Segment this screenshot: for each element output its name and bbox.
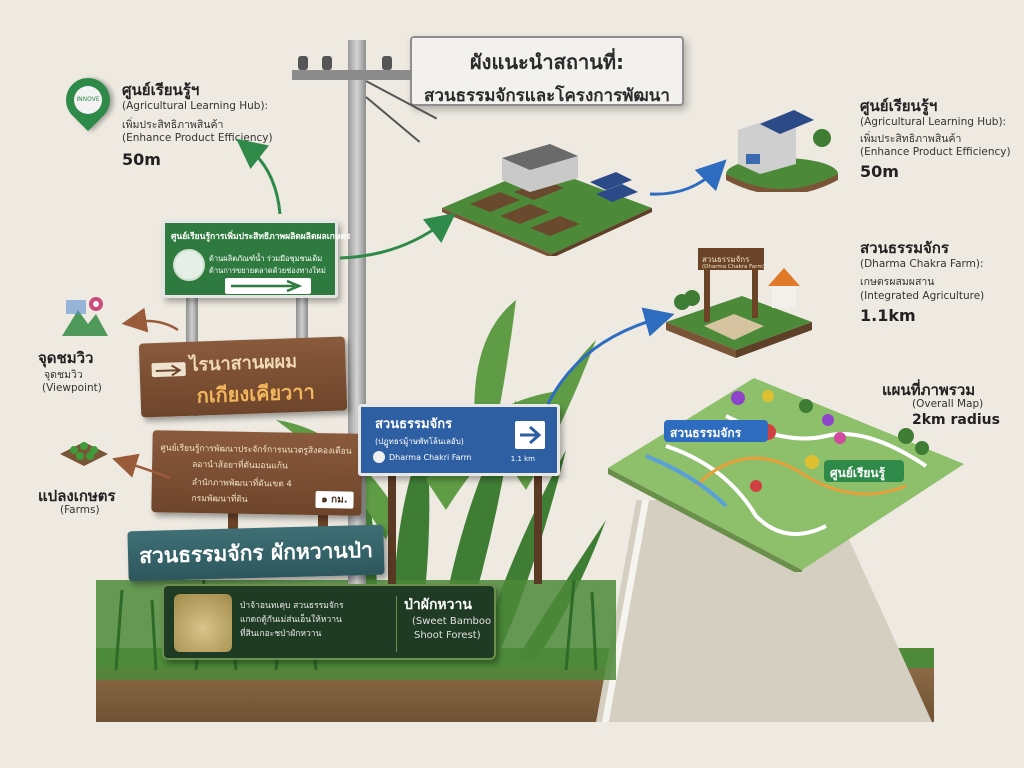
legend-viewpoint-english: (Viewpoint) [42,382,102,394]
green-sign-title: ศูนย์เรียนรู้การเพิ่มประสิทธิภาพผลิตผลิต… [171,232,351,242]
wood-stake [228,510,238,540]
blue-sign-post [534,474,542,584]
dharma-label-distance: 1.1km [860,306,916,325]
green-signboard: ศูนย์เรียนรู้การเพิ่มประสิทธิภาพผลิตผลิต… [162,220,350,298]
temple-sign-line-2: (Dharma Chakra Farm) [702,264,765,270]
bamboo-board-title: ป่าผักหวาน [404,597,472,613]
title-line-2: สวนธรรมจักรและโครงการพัฒนา [424,86,670,106]
green-sign-line-2: ด้านผลิตภัณฑ์น้ำ ร่วมมือชุมชนเดิม [209,254,323,263]
arrow-to-viewpoint-icon [121,307,179,333]
legend-viewpoint-thai-2: จุดชมวิว [44,369,83,381]
bamboo-board-text-2: แกดถดู้กันเม่ส่นเอ็นให้หวาน [240,615,342,625]
legend-farms-thai: แปลงเกษตร [38,487,116,505]
legend-viewpoint-thai: จุดชมวิว [38,349,94,367]
arrow-to-hub-legend-icon [236,138,282,215]
garden-plots-illustration [442,144,652,256]
hub-label-english: (Agricultural Learning Hub): [860,116,1007,128]
dharma-label-english-2: (Integrated Agriculture) [860,290,985,302]
legend-hub-english-2: (Enhance Product Efficiency) [122,132,273,144]
farm-plot-icon [60,442,108,466]
map-label-thai: แผนที่ภาพรวม [882,381,976,399]
bamboo-board-text-3: ที่สินเกอะชป่าผักหวาน [240,629,322,639]
blue-sign-distance: 1.1 km [510,455,535,463]
legend-farms-english: (Farms) [60,504,100,516]
arrow-to-hub-building-icon [649,159,727,196]
title-line-1: ผังแนะนำสถานที่: [469,50,625,74]
blue-sign-english: Dharma Chakri Farm [389,453,472,462]
bamboo-info-board: ป่าจ้าอนทเคุบ สวนธรรมจักร แกดถดู้กันเม่ส… [162,584,496,660]
wooden-sign-farm: ไรนาสานผผม กเกียงเคียวาา [138,336,348,418]
divider [396,596,397,652]
dharma-label-english: (Dharma Chakra Farm): [860,258,984,270]
map-label-radius: 2km radius [912,412,1000,428]
hub-label-distance: 50m [860,162,899,181]
blue-sign-post [388,474,396,584]
blue-direction-sign: สวนธรรมจักร (ปฏูทธรมู้าษพัทโล้นเลอับ) Dh… [358,404,560,476]
right-arrow-icon [515,421,545,449]
arrow-to-farms-icon [112,453,171,480]
hub-label-english-2: (Enhance Product Efficiency) [860,146,1011,158]
hub-label-thai: ศูนย์เรียนรู้ฯ [860,97,938,115]
bamboo-board-english-2: Shoot Forest) [414,630,481,641]
learning-hub-logo-icon [173,249,205,281]
green-sign-line-3: ด้านการขยายตลาดด้วยช่องทางใหม่ [209,266,326,275]
blue-sign-title: สวนธรรมจักร [375,417,453,432]
arrow-to-temple-icon [546,307,675,405]
bamboo-shoot-icon [174,594,232,652]
pole-crossarm [292,70,412,80]
overall-map-illustration [608,378,964,572]
dharma-label-thai: สวนธรรมจักร [860,239,949,257]
legend-hub-thai-2: เพิ่มประสิทธิภาพสินค้า [122,119,224,131]
temple-sign-line-1: สวนธรรมจักร [702,255,750,264]
hub-label-thai-2: เพิ่มประสิทธิภาพสินค้า [860,133,962,145]
right-arrow-icon [151,361,186,378]
learning-hub-building-illustration [726,110,838,192]
legend-hub-distance: 50m [122,150,161,169]
map-label-english: (Overall Map) [912,398,984,410]
right-arrow-icon [225,278,311,294]
map-label-dharma: สวนธรรมจักร [670,426,742,440]
insulator-icon [322,56,332,70]
dharma-logo-icon [373,451,385,463]
hub-logo-icon [74,86,102,114]
blue-sign-subtitle: (ปฏูทธรมู้าษพัทโล้นเลอับ) [375,437,464,446]
dharma-label-thai-2: เกษตรผสมผสาน [860,276,935,288]
viewpoint-mountain-icon [62,297,108,336]
title-card: ผังแนะนำสถานที่: สวนธรรมจักรและโครงการพั… [410,36,684,106]
bamboo-board-english-1: (Sweet Bamboo [412,616,492,627]
bamboo-board-text-1: ป่าจ้าอนทเคุบ สวนธรรมจักร [240,601,344,611]
hub-pin-text: INNOVE [76,96,100,103]
insulator-icon [298,56,308,70]
insulator-icon [382,56,392,70]
legend-hub-english: (Agricultural Learning Hub): [122,100,269,112]
map-label-hub: ศูนย์เรียนรู้ [830,466,886,480]
wood-stake [318,510,328,540]
arrow-to-garden-icon [339,212,456,260]
dharma-temple-illustration [666,248,812,358]
legend-hub-thai: ศูนย์เรียนรู้ฯ [122,81,200,99]
